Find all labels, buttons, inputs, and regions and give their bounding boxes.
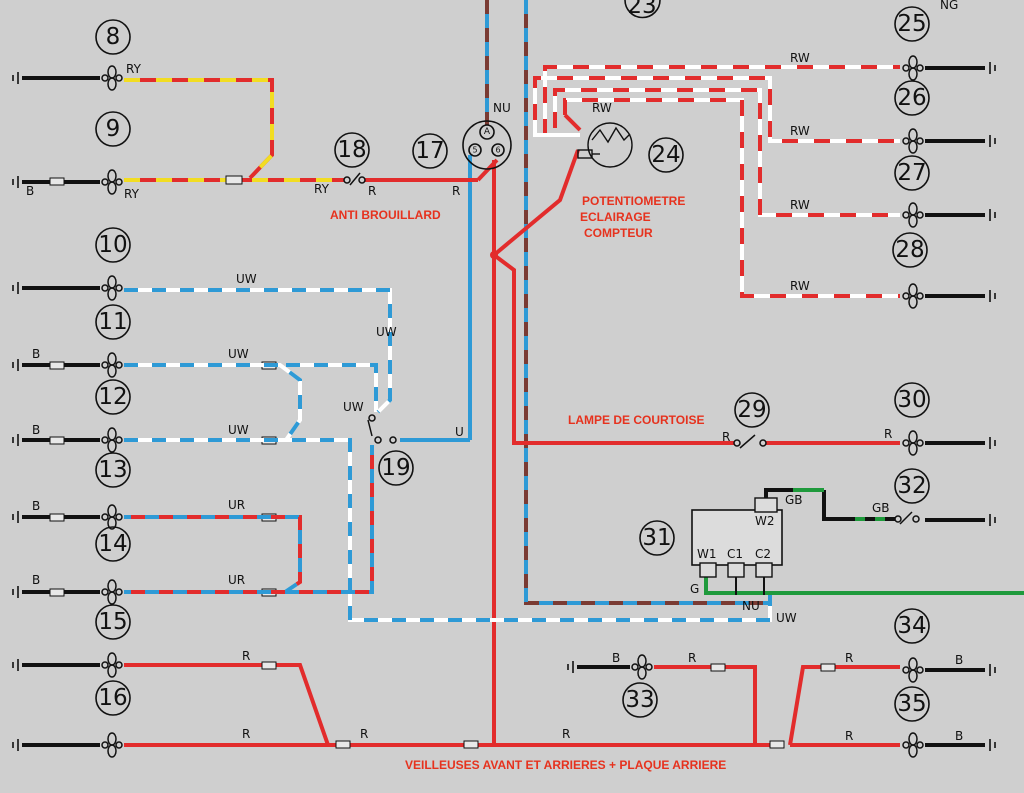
- relay-31: [691, 497, 783, 595]
- wire-code: R: [562, 727, 570, 741]
- wire-code: R: [452, 184, 460, 198]
- wire-code: UR: [228, 573, 245, 587]
- wire-code: NU: [493, 101, 511, 115]
- wire-code: NU: [742, 599, 760, 613]
- component-number-32: 32: [897, 473, 926, 499]
- component-number-29: 29: [737, 397, 766, 423]
- switch-symbols: [343, 172, 920, 525]
- wire-code: GB: [872, 501, 890, 515]
- wire-code: UW: [228, 347, 249, 361]
- component-number-19: 19: [381, 455, 410, 481]
- wire-code: R: [242, 649, 250, 663]
- wire-code: R: [722, 430, 730, 444]
- red-wires: [124, 149, 900, 747]
- rw-wires: [533, 65, 900, 298]
- wire-code: UR: [228, 498, 245, 512]
- component-number-14: 14: [98, 531, 127, 557]
- wire-code: B: [32, 573, 40, 587]
- wire-code: R: [368, 184, 376, 198]
- wire-code: B: [32, 347, 40, 361]
- wire-code: R: [242, 727, 250, 741]
- wire-code: UW: [343, 400, 364, 414]
- wire-code: GB: [785, 493, 803, 507]
- annotations: ANTI BROUILLARD POTENTIOMETRE ECLAIRAGE …: [330, 194, 726, 772]
- ground-symbols: [12, 61, 996, 752]
- component-number-11: 11: [98, 309, 127, 335]
- wire-code: RY: [314, 182, 330, 196]
- component-number-25: 25: [897, 11, 926, 37]
- wire-code: W2: [755, 514, 775, 528]
- wire-code: RW: [790, 51, 810, 65]
- component-number-26: 26: [897, 85, 926, 111]
- wire-code-labels: RY RY RY B R R NU RW RW RW RW RW UW UW U…: [26, 0, 963, 743]
- component-number-28: 28: [895, 237, 924, 263]
- annotation-eclairage: ECLAIRAGE: [580, 210, 651, 224]
- component-number-8: 8: [106, 24, 121, 50]
- switch-17-letter-c: 6: [495, 146, 500, 155]
- annotation-veilleuses: VEILLEUSES AVANT ET ARRIERES + PLAQUE AR…: [405, 758, 726, 772]
- wire-code: B: [955, 653, 963, 667]
- switch-17-letter-b: 5: [472, 146, 477, 155]
- component-number-9: 9: [106, 116, 121, 142]
- wire-code: RW: [790, 124, 810, 138]
- connectors: [49, 177, 836, 749]
- trunk-wires: [400, 0, 770, 605]
- black-wires: [22, 66, 985, 747]
- ry-wires: [124, 78, 345, 185]
- annotation-potentiometre: POTENTIOMETRE: [582, 194, 685, 208]
- component-number-18: 18: [337, 137, 366, 163]
- uw-wires: [124, 288, 772, 622]
- component-numbers: 8 9 10 11 12 13 14 15 16 17 18 19 23 24 …: [95, 0, 930, 722]
- wire-code: RW: [790, 279, 810, 293]
- wire-code: RW: [592, 101, 612, 115]
- potentiometer-24: [577, 122, 633, 168]
- wire-code: B: [26, 184, 34, 198]
- component-number-34: 34: [897, 613, 926, 639]
- switch-17-letter-a: A: [484, 127, 491, 137]
- wire-code: C1: [727, 547, 743, 561]
- wire-code: UW: [776, 611, 797, 625]
- wire-code: R: [845, 729, 853, 743]
- switch-17: A 5 6: [462, 120, 512, 170]
- component-number-15: 15: [98, 609, 127, 635]
- component-number-12: 12: [98, 384, 127, 410]
- wire-code: R: [884, 427, 892, 441]
- wire-code: UW: [228, 423, 249, 437]
- component-number-30: 30: [897, 387, 926, 413]
- wire-code: RY: [126, 62, 142, 76]
- component-number-13: 13: [98, 457, 127, 483]
- wire-code: W1: [697, 547, 717, 561]
- wire-code: B: [612, 651, 620, 665]
- component-number-16: 16: [98, 685, 127, 711]
- junction-dot: [490, 251, 498, 259]
- wire-code: C2: [755, 547, 771, 561]
- annotation-compteur: COMPTEUR: [584, 226, 653, 240]
- wire-code: B: [32, 499, 40, 513]
- component-number-31: 31: [642, 525, 671, 551]
- wire-code: RW: [790, 198, 810, 212]
- component-number-35: 35: [897, 691, 926, 717]
- wire-code: R: [688, 651, 696, 665]
- wire-code: B: [955, 729, 963, 743]
- wire-code: B: [32, 423, 40, 437]
- wire-code: U: [455, 425, 464, 439]
- wire-code: RY: [124, 187, 140, 201]
- component-number-23: 23: [627, 0, 656, 19]
- wire-code: NG: [940, 0, 958, 12]
- wire-code: R: [360, 727, 368, 741]
- wire-code: UW: [236, 272, 257, 286]
- annotation-courtoise: LAMPE DE COURTOISE: [568, 413, 704, 427]
- component-number-24: 24: [651, 142, 680, 168]
- component-number-10: 10: [98, 232, 127, 258]
- wire-code: UW: [376, 325, 397, 339]
- annotation-anti-brouillard: ANTI BROUILLARD: [330, 208, 441, 222]
- component-number-17: 17: [415, 138, 444, 164]
- component-number-33: 33: [625, 687, 654, 713]
- wire-code: G: [690, 582, 699, 596]
- component-number-27: 27: [897, 160, 926, 186]
- wire-code: R: [845, 651, 853, 665]
